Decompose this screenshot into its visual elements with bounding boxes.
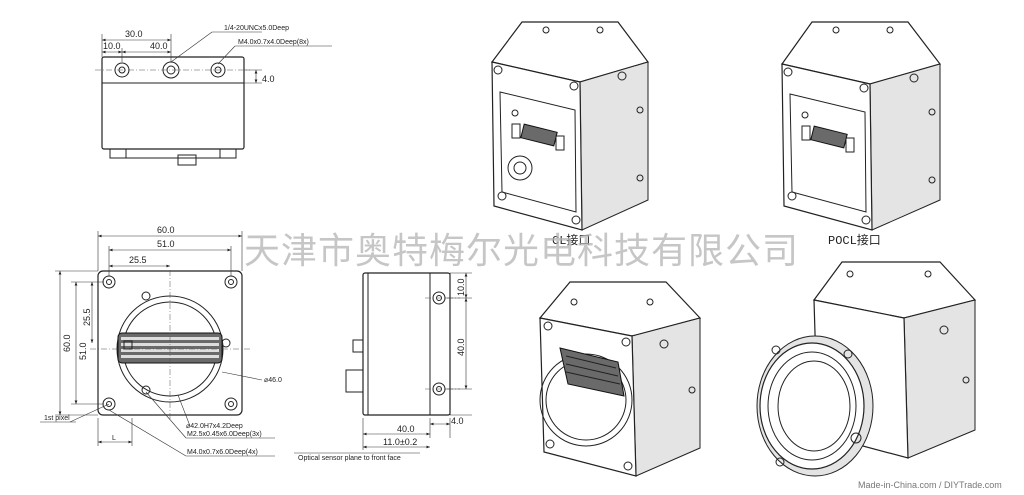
m40-callout: M4.0x0.7x6.0Deep(4x) — [187, 449, 258, 456]
top-dim-10: 10.0 — [103, 41, 121, 51]
dia-42-callout: ⌀42.0H7x4.2Deep — [186, 423, 243, 430]
top-callout-uns: 1/4-20UNCx5.0Deep — [224, 25, 289, 32]
front-dim-60-v: 60.0 — [62, 334, 72, 352]
side-dim-10: 10.0 — [456, 278, 466, 296]
front-dim-25-h: 25.5 — [129, 255, 147, 265]
side-note: Optical sensor plane to front face — [298, 455, 401, 462]
top-view: 30.0 10.0 40.0 1/4-20UNCx5.0Deep M4.0x0.… — [95, 25, 332, 166]
company-watermark: 天津市奥特梅尔光电科技有限公司 — [244, 231, 799, 272]
side-dim-40-h: 40.0 — [397, 424, 415, 434]
side-view: 10.0 40.0 40.0 4.0 11.0±0.2 Optical sens… — [294, 272, 472, 462]
dim-l-label: L — [112, 435, 116, 442]
front-dim-25-v: 25.5 — [82, 308, 92, 326]
camera-slot-3d — [538, 281, 702, 477]
first-pixel-label: 1st pixel — [44, 415, 70, 422]
front-dim-51-v: 51.0 — [78, 342, 88, 360]
pocl-label: POCL接口 — [828, 232, 881, 248]
camera-pocl-3d: POCL接口 — [780, 21, 942, 248]
top-view-body — [101, 56, 245, 150]
top-dim-4: 4.0 — [262, 74, 275, 84]
cl-label: CL接口 — [552, 232, 590, 248]
top-dim-30: 30.0 — [125, 29, 143, 39]
top-callout-m4: M4.0x0.7x4.0Deep(8x) — [238, 39, 309, 46]
side-dim-11: 11.0±0.2 — [383, 437, 417, 447]
side-view-body — [362, 272, 451, 416]
front-dim-51-h: 51.0 — [157, 239, 175, 249]
camera-mount-3d — [756, 261, 977, 477]
front-view: 60.0 51.0 25.5 60.0 51.0 25.5 ⌀46.0 ⌀42.… — [40, 225, 282, 457]
front-dim-60-h: 60.0 — [157, 225, 175, 235]
camera-cl-3d: CL接口 — [490, 21, 649, 248]
top-dim-40: 40.0 — [150, 41, 168, 51]
m25-callout: M2.5x0.45x6.0Deep(3x) — [187, 431, 262, 438]
side-dim-40-v: 40.0 — [456, 338, 466, 356]
footer-watermark: Made-in-China.com / DIYTrade.com — [858, 480, 1002, 490]
dia-46-callout: ⌀46.0 — [264, 377, 282, 384]
side-dim-4: 4.0 — [451, 416, 464, 426]
